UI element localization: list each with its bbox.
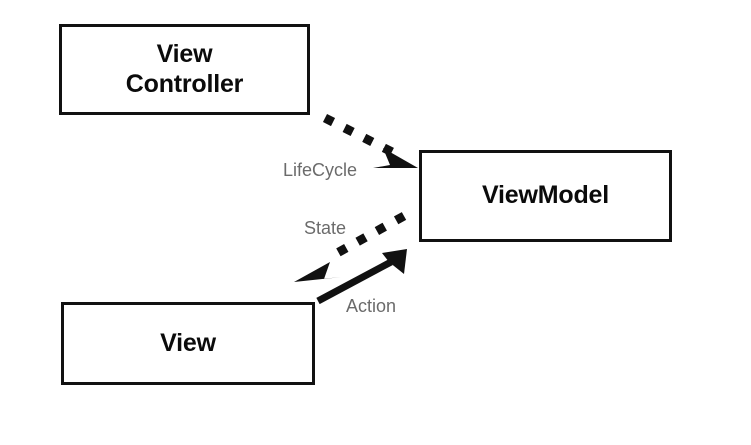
- node-view-controller[interactable]: View Controller: [59, 24, 310, 115]
- edge-label-state: State: [304, 218, 347, 238]
- edge-state: [294, 212, 407, 282]
- edge-label-action: Action: [346, 296, 397, 316]
- edge-lifecycle-arrowhead: [373, 148, 418, 168]
- edge-action-arrowhead: [382, 249, 407, 274]
- edge-lifecycle-line: [322, 113, 401, 160]
- node-view-controller-label: View Controller: [125, 40, 244, 98]
- node-view-label: View: [160, 328, 216, 357]
- edge-lifecycle: [322, 113, 418, 168]
- node-view[interactable]: View: [61, 302, 315, 385]
- node-view-model-label: ViewModel: [482, 181, 609, 210]
- edge-action-line: [316, 258, 393, 305]
- edge-state-line: [327, 212, 407, 261]
- edge-label-lifecycle: LifeCycle: [283, 160, 358, 180]
- edge-state-arrowhead: [294, 262, 341, 282]
- edge-action: [316, 249, 407, 305]
- node-view-model[interactable]: ViewModel: [419, 150, 672, 242]
